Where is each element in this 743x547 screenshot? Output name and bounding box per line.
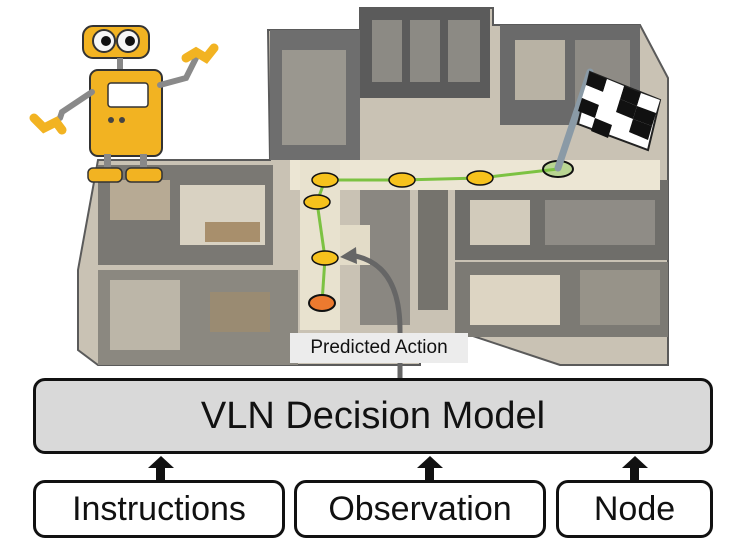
predicted-action-text: Predicted Action	[310, 337, 448, 358]
waypoint-node	[303, 194, 331, 210]
instructions-label: Instructions	[72, 489, 246, 528]
robot-icon	[29, 25, 219, 183]
waypoint-node	[388, 172, 416, 188]
observation-label: Observation	[328, 489, 512, 528]
floor-plan	[77, 7, 669, 366]
node-box: Node	[556, 480, 713, 538]
model-label: VLN Decision Model	[200, 394, 546, 437]
arrow-instructions	[156, 466, 165, 482]
vln-decision-model-box: VLN Decision Model	[33, 378, 713, 454]
arrow-observation-head	[417, 456, 443, 468]
checkered-flag-icon	[554, 68, 662, 172]
predicted-action-label: Predicted Action	[290, 333, 468, 363]
arrow-node-head	[622, 456, 648, 468]
node-label: Node	[593, 489, 676, 528]
predicted-action-arrow	[340, 247, 403, 378]
arrow-node	[630, 466, 639, 482]
waypoint-node	[311, 172, 339, 188]
arrow-observation	[425, 466, 434, 482]
start-node	[308, 294, 336, 312]
waypoint-node	[466, 170, 494, 186]
arrow-instructions-head	[148, 456, 174, 468]
input-arrows	[148, 456, 648, 482]
observation-box: Observation	[294, 480, 546, 538]
waypoint-node	[311, 250, 339, 266]
instructions-box: Instructions	[33, 480, 285, 538]
